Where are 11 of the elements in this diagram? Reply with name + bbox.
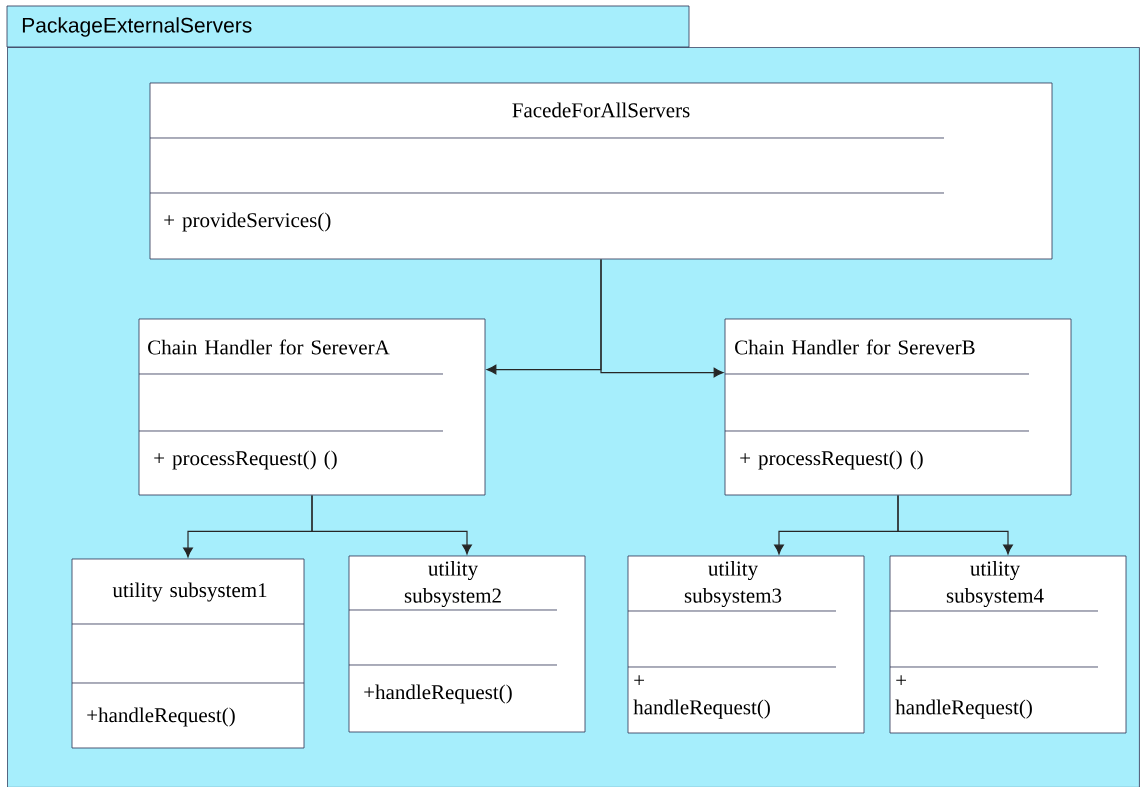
class-box: utility subsystem1 +handleRequest() [71, 558, 305, 749]
class-box: Chain Handler for SereverA + processRequest() () [138, 318, 486, 496]
arrow [897, 494, 1013, 555]
class-box: utility subsystem3 + handleRequest() [627, 555, 865, 734]
arrow [600, 258, 724, 378]
arrow [311, 494, 472, 555]
class-box: Chain Handler for SereverB + processRequest() () [724, 318, 1072, 496]
node-label: PackageExternalServers [22, 17, 252, 37]
class-box: utility subsystem2 +handleRequest() [348, 555, 586, 733]
class-box: utility subsystem4 + handleRequest() [889, 555, 1127, 734]
class-box: FacedeForAllServers + provideServices() [149, 82, 1053, 260]
